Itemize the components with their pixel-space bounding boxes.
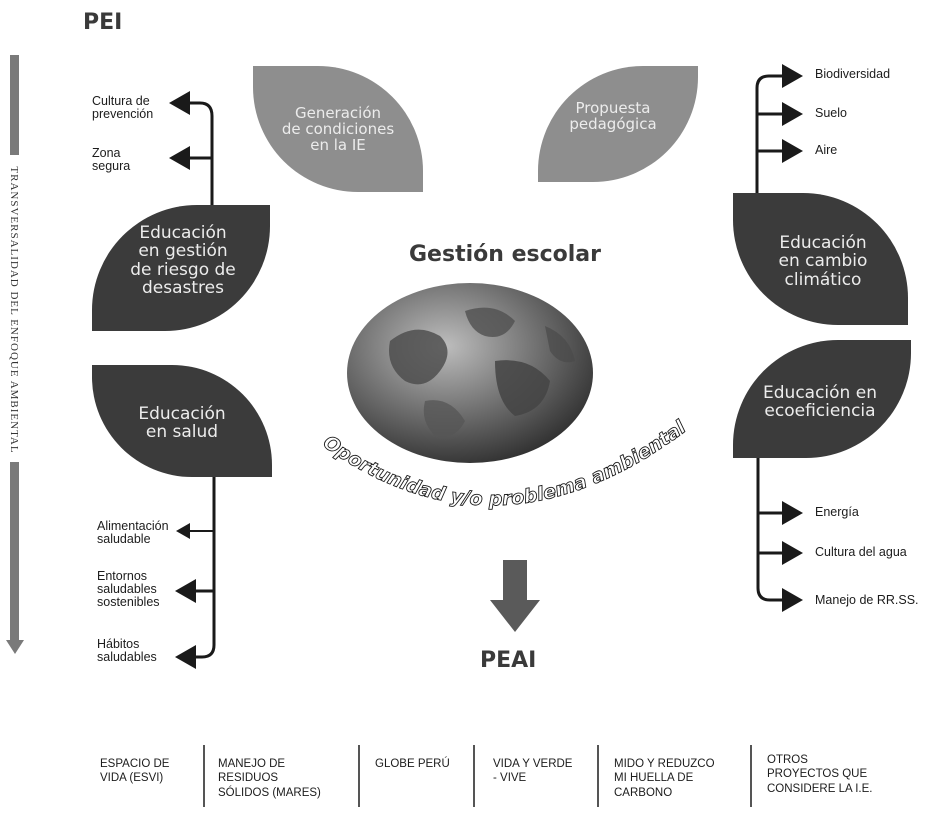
bottom-item-huella-line-3: CARBONO bbox=[614, 786, 673, 799]
bottom-item-vive-line-2: - VIVE bbox=[493, 772, 527, 785]
label-alimentacion-line-1: Alimentación bbox=[97, 519, 169, 533]
leaf-riesgo-line-2: en gestión bbox=[138, 241, 228, 262]
label-zona-segura-line-2: segura bbox=[92, 159, 131, 174]
leaf-riesgo-line-1: Educación bbox=[139, 223, 227, 243]
label-entornos-line-1: Entornos bbox=[97, 569, 148, 583]
pei-title: PEI bbox=[83, 10, 123, 35]
center-title: Gestión escolar bbox=[409, 242, 601, 267]
leaf-riesgo-line-3: de riesgo de bbox=[130, 259, 236, 280]
bottom-item-otros-line-1: OTROS bbox=[767, 754, 808, 766]
leaf-cambio-text: Educación en cambio climático bbox=[748, 234, 898, 289]
bottom-divider-3 bbox=[473, 745, 475, 807]
leaf-propuesta-line-2: pedagógica bbox=[569, 115, 657, 134]
bottom-item-esvi-line-2: VIDA (ESVI) bbox=[100, 772, 164, 785]
leaf-riesgo-line-4: desastres bbox=[142, 278, 224, 299]
leaf-salud-line-2: en salud bbox=[145, 422, 219, 443]
leaf-salud-line-1: Educación bbox=[138, 404, 226, 424]
label-entornos-line-3: sostenibles bbox=[97, 595, 160, 610]
label-energia: Energía bbox=[815, 505, 859, 519]
leaf-salud-text: Educación en salud bbox=[102, 405, 262, 442]
svg-text:Oportunidad y/o problema ambie: Oportunidad y/o problema ambiental bbox=[319, 416, 690, 510]
label-alimentacion: Alimentación saludable bbox=[97, 519, 169, 547]
leaf-ecoeficiencia-line-2: ecoeficiencia bbox=[764, 401, 876, 422]
leaf-ecoeficiencia-line-1: Educación en bbox=[763, 383, 877, 403]
bottom-item-otros: OTROS PROYECTOS QUE CONSIDERE LA I.E. bbox=[767, 753, 872, 796]
left-vertical-bar-bottom bbox=[10, 462, 19, 645]
label-cultura-prevencion-line-2: prevención bbox=[92, 107, 154, 122]
bottom-item-otros-line-2: PROYECTOS QUE bbox=[767, 768, 868, 781]
line-cambio-trunk bbox=[755, 64, 803, 220]
label-cultura-prevencion-line-1: Cultura de bbox=[92, 94, 150, 108]
globe-image bbox=[347, 283, 593, 463]
line-eco-trunk bbox=[756, 455, 803, 612]
leaf-generacion-line-2: de condiciones bbox=[281, 120, 395, 139]
bottom-items-row: ESPACIO DE VIDA (ESVI) MANEJO DE RESIDUO… bbox=[100, 745, 930, 815]
label-habitos: Hábitos saludables bbox=[97, 637, 157, 665]
down-arrow-icon bbox=[490, 560, 540, 632]
bottom-item-mares-line-2: RESIDUOS bbox=[218, 772, 279, 785]
bottom-item-vive-line-1: VIDA Y VERDE bbox=[493, 758, 573, 770]
bottom-divider-2 bbox=[358, 745, 360, 807]
leaf-cambio-line-2: en cambio bbox=[778, 251, 868, 272]
label-entornos: Entornos saludables sostenibles bbox=[97, 569, 160, 610]
leaf-generacion-line-1: Generación bbox=[294, 104, 382, 122]
leaf-generacion-text: Generación de condiciones en la IE bbox=[263, 105, 413, 154]
bottom-item-huella: MIDO Y REDUZCO MI HUELLA DE CARBONO bbox=[614, 757, 715, 800]
peai-title: PEAI bbox=[480, 648, 537, 673]
bottom-divider-4 bbox=[597, 745, 599, 807]
left-vertical-arrow-head bbox=[6, 640, 24, 654]
bottom-divider-1 bbox=[203, 745, 205, 807]
bottom-item-globe: GLOBE PERÚ bbox=[375, 757, 450, 771]
label-suelo: Suelo bbox=[815, 106, 847, 120]
arc-text-path: Oportunidad y/o problema ambiental bbox=[319, 416, 691, 511]
label-alimentacion-line-2: saludable bbox=[97, 532, 151, 547]
bottom-item-huella-line-1: MIDO Y REDUZCO bbox=[614, 758, 715, 770]
label-manejo-rrss: Manejo de RR.SS. bbox=[815, 593, 919, 607]
bottom-item-mares-line-3: SÓLIDOS (MARES) bbox=[218, 786, 321, 799]
bottom-item-vive: VIDA Y VERDE - VIVE bbox=[493, 757, 572, 786]
bottom-item-mares: MANEJO DE RESIDUOS SÓLIDOS (MARES) bbox=[218, 757, 321, 800]
leaf-cambio-line-1: Educación bbox=[779, 233, 867, 253]
leaf-cambio-line-3: climático bbox=[784, 269, 862, 290]
label-habitos-line-1: Hábitos bbox=[97, 637, 140, 651]
leaf-generacion-line-3: en la IE bbox=[310, 136, 366, 155]
bottom-divider-5 bbox=[750, 745, 752, 807]
leaf-propuesta-line-1: Propuesta bbox=[575, 99, 651, 117]
left-vertical-bar-top bbox=[10, 55, 19, 155]
label-entornos-line-2: saludables bbox=[97, 582, 157, 597]
leaf-propuesta-text: Propuesta pedagógica bbox=[543, 99, 683, 134]
label-habitos-line-2: saludables bbox=[97, 650, 157, 665]
label-zona-segura-line-1: Zona bbox=[92, 146, 121, 160]
leaf-ecoeficiencia-text: Educación en ecoeficiencia bbox=[740, 384, 900, 421]
bottom-item-esvi: ESPACIO DE VIDA (ESVI) bbox=[100, 757, 169, 786]
label-aire: Aire bbox=[815, 143, 838, 157]
arc-text: Oportunidad y/o problema ambiental bbox=[319, 416, 691, 511]
label-zona-segura: Zona segura bbox=[92, 146, 131, 174]
leaf-riesgo-text: Educación en gestión de riesgo de desast… bbox=[108, 223, 258, 299]
bottom-item-otros-line-3: CONSIDERE LA I.E. bbox=[767, 782, 873, 795]
bottom-item-globe-line-1: GLOBE PERÚ bbox=[375, 758, 450, 770]
line-riesgo-trunk bbox=[169, 91, 214, 222]
label-biodiversidad: Biodiversidad bbox=[815, 67, 891, 81]
label-cultura-agua: Cultura del agua bbox=[815, 545, 907, 559]
line-salud-trunk bbox=[175, 445, 216, 669]
label-cultura-prevencion: Cultura de prevención bbox=[92, 94, 154, 122]
bottom-item-mares-line-1: MANEJO DE bbox=[218, 758, 286, 770]
bottom-item-esvi-line-1: ESPACIO DE bbox=[100, 758, 170, 770]
bottom-item-huella-line-2: MI HUELLA DE bbox=[614, 772, 694, 785]
